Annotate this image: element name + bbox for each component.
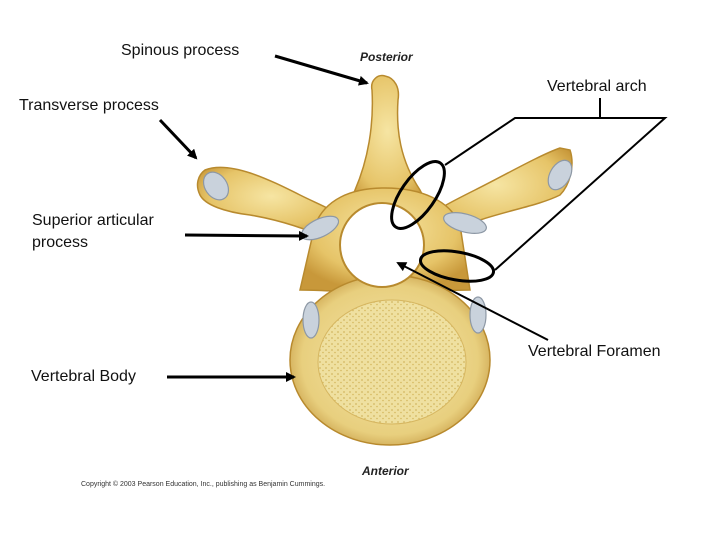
transverse-facet-left (202, 171, 230, 201)
label-anterior: Anterior (362, 464, 409, 478)
transverse-facet-right (547, 159, 573, 191)
label-superior-articular-line1: Superior articular (32, 212, 154, 229)
label-spinous-process: Spinous process (121, 42, 240, 59)
costal-facet-left (302, 301, 320, 339)
vertebral-foramen (339, 202, 425, 288)
label-transverse-process: Transverse process (19, 97, 159, 114)
vertebral-body-cancellous (317, 299, 467, 425)
label-vertebral-body: Vertebral Body (31, 368, 136, 385)
arrow-spinous (274, 54, 369, 86)
copyright-notice: Copyright © 2003 Pearson Education, Inc.… (81, 481, 326, 488)
arrow-transverse (158, 118, 198, 160)
arch-marker-oval-upper (390, 160, 446, 230)
arch-bracket (444, 98, 601, 166)
arch-bracket-right (494, 117, 668, 271)
label-vertebral-arch: Vertebral arch (547, 78, 647, 95)
label-vertebral-foramen: Vertebral Foramen (528, 343, 661, 360)
label-posterior: Posterior (360, 50, 413, 64)
arch-marker-oval-lower (418, 249, 496, 283)
label-superior-articular-line2: process (32, 234, 89, 251)
superior-articular-facet-right (443, 212, 487, 234)
arrow-foramen (396, 262, 549, 341)
arrow-superior-articular (184, 230, 309, 241)
costal-facet-right (469, 296, 487, 334)
